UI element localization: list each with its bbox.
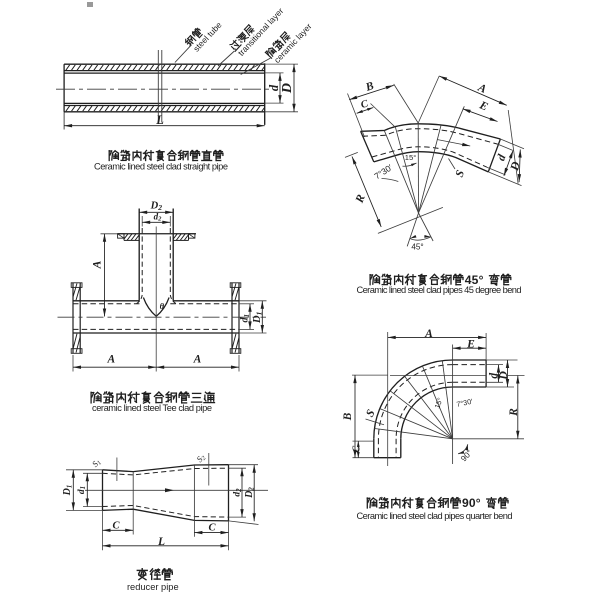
- svg-text:C: C: [112, 521, 120, 532]
- svg-text:B: B: [342, 412, 354, 421]
- svg-text:D2: D2: [150, 200, 163, 212]
- svg-text:d: d: [495, 153, 508, 163]
- svg-text:9: 9: [462, 496, 469, 510]
- svg-text:A: A: [92, 260, 104, 269]
- svg-text:15°: 15°: [405, 153, 416, 162]
- svg-text:Ceramic lined steel clad strai: Ceramic lined steel clad straight pipe: [94, 162, 228, 172]
- svg-text:D: D: [507, 160, 523, 173]
- svg-text:d: d: [488, 373, 500, 379]
- svg-text:15°: 15°: [432, 396, 444, 409]
- svg-text:C: C: [351, 446, 362, 453]
- svg-text:0: 0: [469, 496, 476, 510]
- svg-text:E: E: [477, 99, 490, 114]
- svg-text:ceramic lined steel Tee clad p: ceramic lined steel Tee clad pipe: [92, 403, 212, 413]
- svg-text:R: R: [353, 193, 367, 206]
- svg-text:A: A: [193, 353, 202, 365]
- svg-text:D2: D2: [244, 487, 255, 499]
- svg-text:B: B: [363, 80, 375, 94]
- svg-text:45°: 45°: [411, 243, 423, 252]
- svg-text:Ceramic lined steel clad pipes: Ceramic lined steel clad pipes quarter b…: [357, 511, 513, 521]
- svg-text:°: °: [479, 273, 484, 287]
- svg-text:S1: S1: [90, 457, 103, 470]
- svg-text:Ceramic lined steel clad pipes: Ceramic lined steel clad pipes 45 degree…: [357, 285, 522, 295]
- svg-text:d1: d1: [240, 314, 251, 323]
- svg-text:7°30′: 7°30′: [456, 397, 474, 409]
- svg-text:A: A: [106, 353, 115, 365]
- svg-text:reducer pipe: reducer pipe: [127, 582, 179, 592]
- svg-text:d1: d1: [77, 486, 87, 494]
- svg-text:d2: d2: [154, 211, 163, 222]
- svg-text:d2: d2: [233, 488, 243, 497]
- svg-text:S: S: [454, 169, 467, 179]
- svg-text:D: D: [280, 83, 295, 94]
- svg-text:steel tube: steel tube: [191, 20, 224, 54]
- svg-text:R: R: [508, 408, 520, 417]
- svg-text:A: A: [475, 82, 488, 97]
- svg-text:D1: D1: [252, 311, 264, 324]
- svg-text:d: d: [267, 84, 281, 91]
- svg-text:90°: 90°: [459, 448, 474, 463]
- svg-text:θ: θ: [160, 301, 165, 311]
- svg-text:D: D: [496, 371, 510, 381]
- svg-text:L: L: [155, 113, 164, 127]
- svg-text:transitional layer: transitional layer: [236, 6, 286, 58]
- svg-text:C: C: [360, 98, 371, 111]
- svg-text:C: C: [208, 523, 216, 534]
- svg-text:E: E: [466, 339, 475, 351]
- svg-text:A: A: [424, 328, 433, 340]
- svg-text:L: L: [157, 536, 165, 548]
- svg-text:5: 5: [472, 273, 479, 287]
- svg-text:S: S: [364, 408, 378, 420]
- svg-text:°: °: [476, 496, 481, 510]
- svg-text:D1: D1: [62, 485, 73, 497]
- svg-text:4: 4: [465, 273, 472, 287]
- svg-text:S2: S2: [194, 452, 207, 465]
